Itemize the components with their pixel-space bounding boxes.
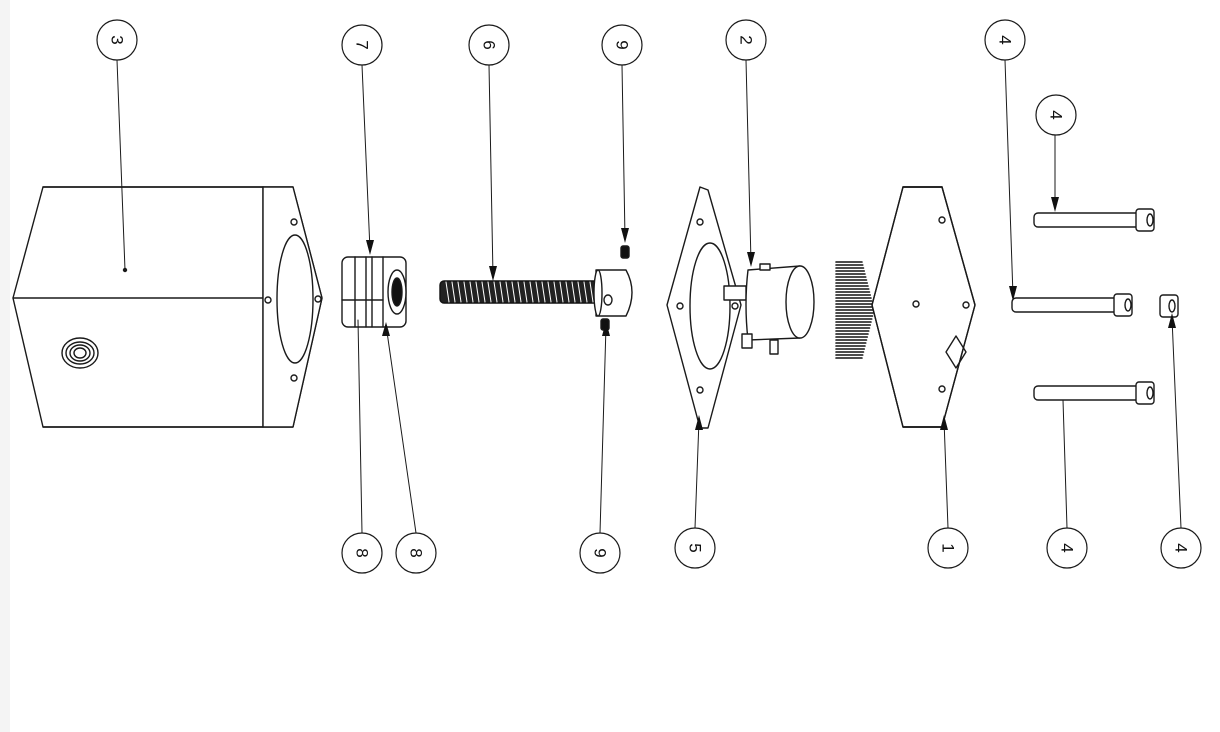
item-balloons: 3 7 6 9 2 4 4 8 8 9 5 1 4 4 bbox=[96, 19, 1202, 574]
balloon-label: 4 bbox=[1058, 543, 1077, 552]
balloon-b4-top: 4 bbox=[984, 19, 1026, 61]
balloon-label: 1 bbox=[939, 543, 958, 552]
balloon-b4-upper: 4 bbox=[1035, 94, 1077, 136]
balloon-b7-top: 7 bbox=[341, 24, 383, 66]
balloon-label: 8 bbox=[407, 548, 426, 557]
balloon-b8-right: 8 bbox=[395, 532, 437, 574]
part-3-housing bbox=[12, 186, 323, 428]
bolt-lower bbox=[1033, 381, 1155, 405]
balloon-b9-bottom: 9 bbox=[579, 532, 621, 574]
balloon-b4-bottom2: 4 bbox=[1160, 527, 1202, 569]
balloon-label: 8 bbox=[353, 548, 372, 557]
balloon-label: 4 bbox=[996, 35, 1015, 44]
part-9-collar bbox=[593, 245, 633, 331]
bolt-middle bbox=[1011, 293, 1179, 318]
balloon-label: 3 bbox=[108, 35, 127, 44]
balloon-label: 7 bbox=[353, 40, 372, 49]
balloon-label: 9 bbox=[591, 548, 610, 557]
balloon-b5-bottom: 5 bbox=[674, 527, 716, 569]
balloon-b8-left: 8 bbox=[341, 532, 383, 574]
leader-arrowheads bbox=[366, 197, 1176, 430]
part-6-leadscrew bbox=[439, 280, 601, 304]
part-4-bolts bbox=[1011, 208, 1179, 405]
leader-lines bbox=[116, 59, 1182, 534]
balloon-label: 9 bbox=[613, 40, 632, 49]
part-5-gasket bbox=[666, 186, 742, 429]
balloon-b3-top: 3 bbox=[96, 19, 138, 61]
part-1-endcap bbox=[835, 186, 976, 428]
balloon-label: 6 bbox=[480, 40, 499, 49]
balloon-b4-bottom1: 4 bbox=[1046, 527, 1088, 569]
balloon-label: 4 bbox=[1047, 110, 1066, 119]
balloon-label: 5 bbox=[686, 543, 705, 552]
balloon-label: 2 bbox=[737, 35, 756, 44]
part-2-motor bbox=[723, 263, 815, 355]
bolt-upper bbox=[1033, 208, 1155, 232]
sheet-margin bbox=[0, 0, 10, 732]
balloon-b6-top: 6 bbox=[468, 24, 510, 66]
part-7-coupling bbox=[341, 256, 407, 328]
balloon-label: 4 bbox=[1172, 543, 1191, 552]
balloon-b2-top: 2 bbox=[725, 19, 767, 61]
balloon-b9-top: 9 bbox=[601, 24, 643, 66]
balloon-b1-bottom: 1 bbox=[927, 527, 969, 569]
